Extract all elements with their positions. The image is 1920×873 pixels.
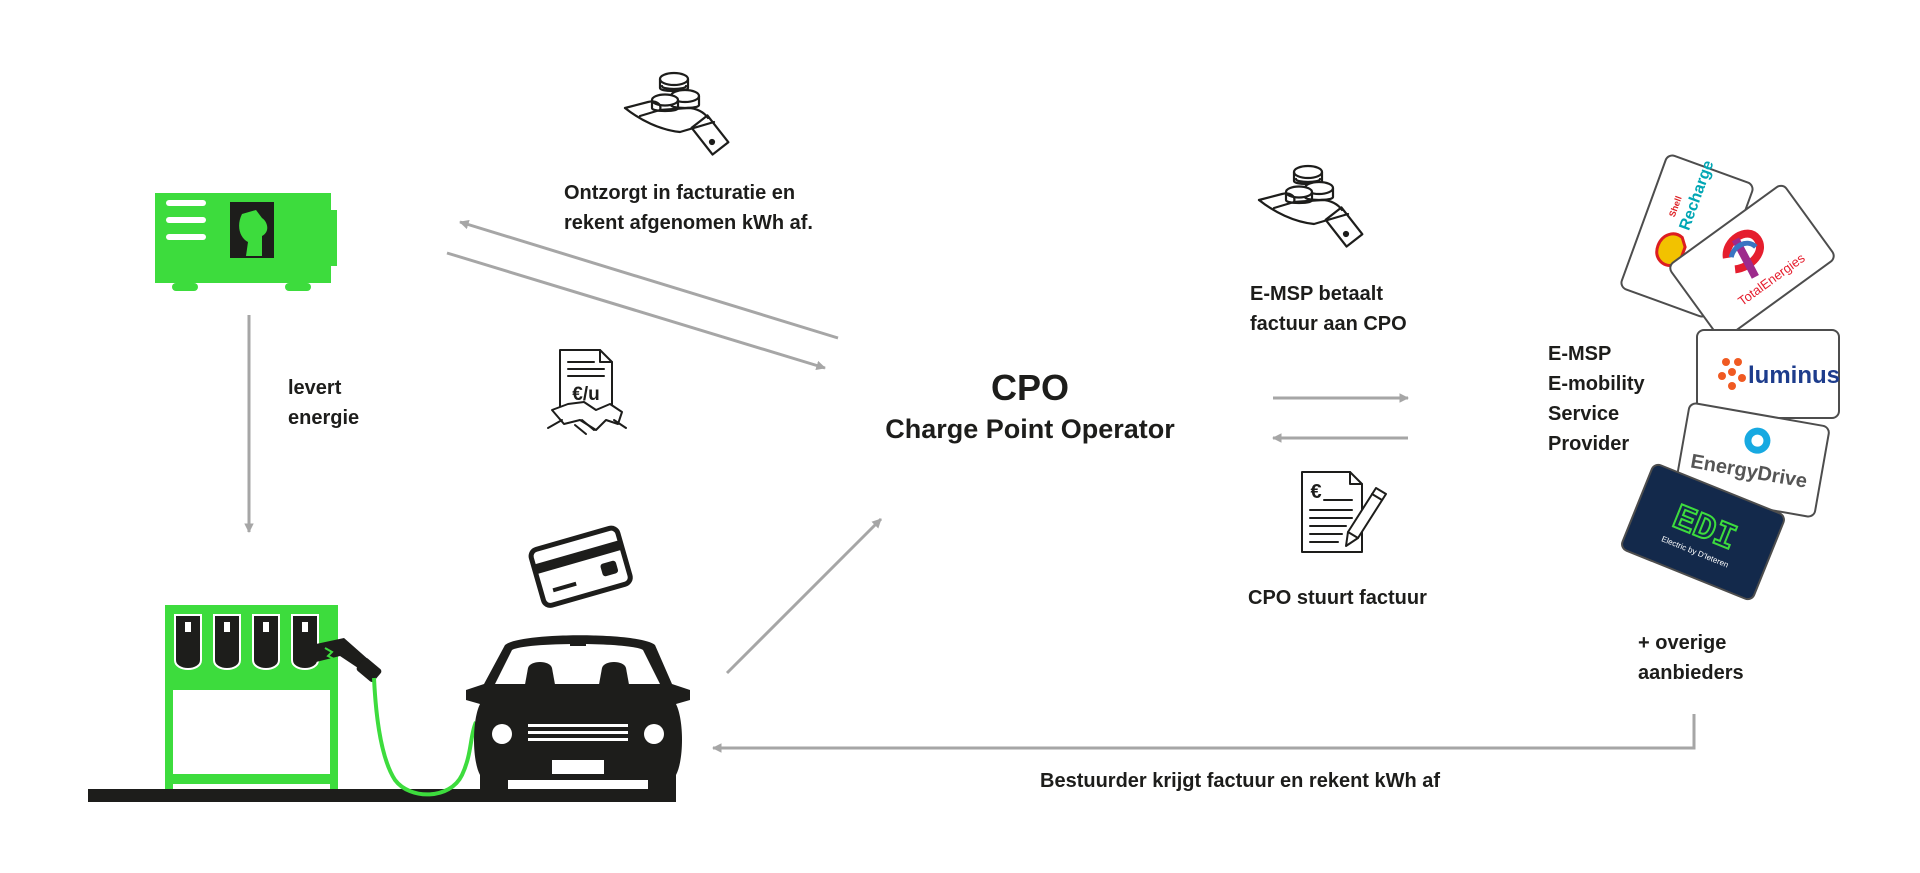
energy-supplier-icon [155,193,337,291]
emsp-definition-label: E-MSP E-mobility Service Provider [1548,339,1645,459]
ground-line [88,789,676,802]
emsp-definition-line-4: Provider [1548,433,1630,455]
emsp-pays-line-1: E-MSP betaalt [1250,283,1383,305]
car-icon [466,635,690,792]
arrow-car-to-cpo [725,517,883,675]
emsp-payment-icon [1257,164,1364,248]
emsp-pays-label: E-MSP betaalt factuur aan CPO [1250,279,1407,339]
emsp-definition-line-1: E-MSP [1548,343,1612,365]
card-edi: EDI Electric by D'Ieteren [1621,463,1785,601]
delivers-energy-label: levert energie [288,373,359,433]
emsp-definition-line-3: Service [1548,403,1620,425]
card-luminus: luminus [1696,329,1840,419]
arrow-cpo-to-supplier [459,219,839,340]
other-providers-label: + overige aanbieders [1638,628,1744,688]
cpo-sends-invoice-text: CPO stuurt factuur [1248,587,1427,609]
supplier-settles-line-2: rekent afgenomen kWh af. [564,212,813,234]
cpo-subtitle: Charge Point Operator [885,414,1175,444]
charging-station-icon [165,605,478,797]
payment-card-icon [528,525,633,608]
other-providers-line-2: aanbieders [1638,662,1744,684]
arrow-emsp-to-driver [712,714,1696,753]
cpo-title: CPO [990,367,1069,408]
supplier-settles-label: Ontzorgt in facturatie en rekent afgenom… [564,178,813,238]
invoice-currency-text: € [1310,481,1321,503]
emsp-definition-line-2: E-mobility [1548,373,1645,395]
delivers-energy-line-1: levert [288,377,342,399]
driver-invoice-label: Bestuurder krijgt factuur en rekent kWh … [1040,766,1440,796]
emsp-pays-line-2: factuur aan CPO [1250,313,1407,335]
flow-arrows [244,219,1696,753]
cpo-sends-invoice-label: CPO stuurt factuur [1248,583,1427,613]
arrow-supplier-to-cpo [446,251,826,371]
delivers-energy-line-2: energie [288,407,360,429]
contract-handshake-icon [547,349,627,435]
driver-invoice-text: Bestuurder krijgt factuur en rekent kWh … [1040,770,1441,792]
other-providers-line-1: + overige [1638,632,1727,654]
contract-rate-text: €/u [572,384,599,405]
luminus-card-text: luminus [1748,362,1840,389]
hand-coins-icon [623,71,730,156]
invoice-icon [1301,471,1387,553]
card-totalenergies: TotalEnergies [1669,184,1835,340]
supplier-settles-line-1: Ontzorgt in facturatie en [564,182,796,204]
